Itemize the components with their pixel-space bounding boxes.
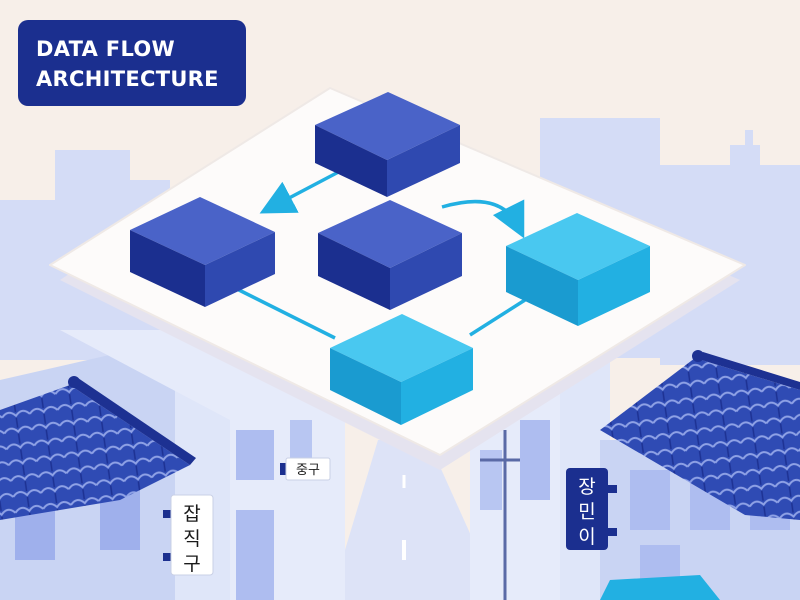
sign-right-char-2: 민	[578, 501, 595, 523]
connector-right-to-bottom	[469, 298, 526, 337]
sign-left-char-2: 직	[183, 528, 200, 550]
node-center	[318, 200, 462, 310]
right-roof	[600, 350, 800, 520]
node-right	[506, 213, 650, 326]
left-roof	[0, 376, 196, 520]
node-left	[130, 197, 275, 307]
arrow-top-to-left	[259, 165, 349, 214]
title-line-1: DATA FLOW	[36, 37, 176, 61]
sign-center: 중구	[280, 457, 331, 481]
sign-center-text: 중구	[296, 463, 320, 478]
node-top	[315, 92, 460, 197]
connectors	[234, 165, 526, 340]
street	[330, 440, 500, 600]
title-line-2: ARCHITECTURE	[36, 67, 219, 91]
arrow-to-right-node	[441, 199, 525, 239]
sign-right-char-3: 이	[578, 526, 595, 548]
sign-left: 잡 직 구	[163, 494, 214, 576]
title-card: DATA FLOW ARCHITECTURE	[18, 20, 246, 106]
sign-right: 장 민 이	[566, 468, 617, 550]
sign-left-char-1: 잡	[183, 503, 200, 525]
sign-left-char-3: 구	[183, 553, 200, 575]
node-bottom	[330, 314, 473, 425]
connector-left-to-bottom	[234, 286, 336, 340]
sign-right-char-1: 장	[578, 476, 595, 498]
